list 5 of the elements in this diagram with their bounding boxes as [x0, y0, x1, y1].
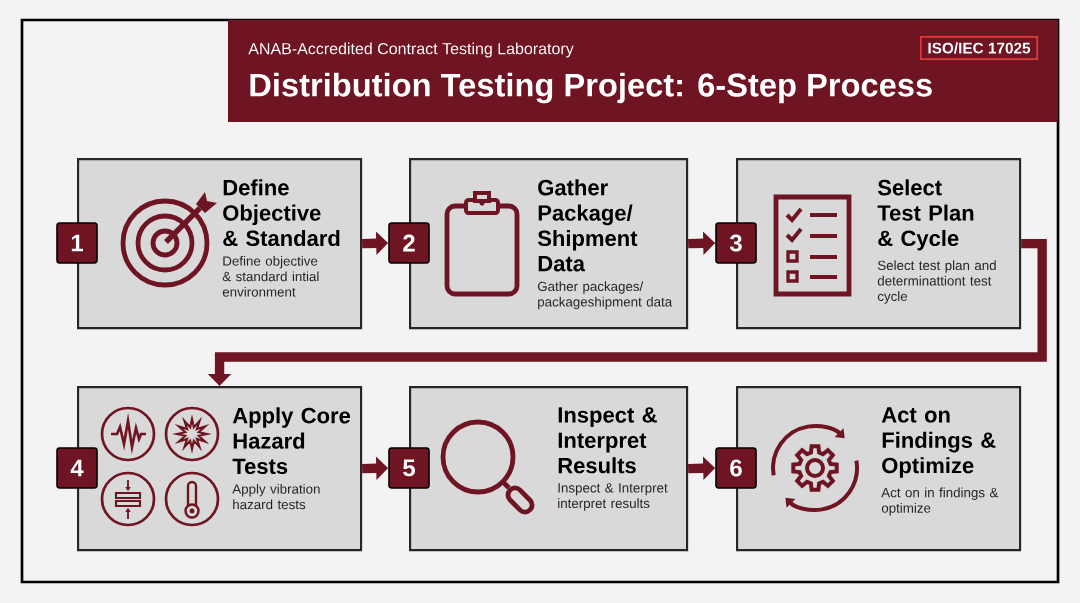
title: Distribution Testing Project: 6-Step Process: [250, 72, 932, 104]
step-number: 4: [56, 447, 98, 489]
step-number: 1: [56, 222, 98, 264]
standard-badge: ISO/IEC 17025: [919, 36, 1039, 60]
subtitle: ANAB-Accredited Contract Testing Laboratory: [248, 42, 574, 58]
